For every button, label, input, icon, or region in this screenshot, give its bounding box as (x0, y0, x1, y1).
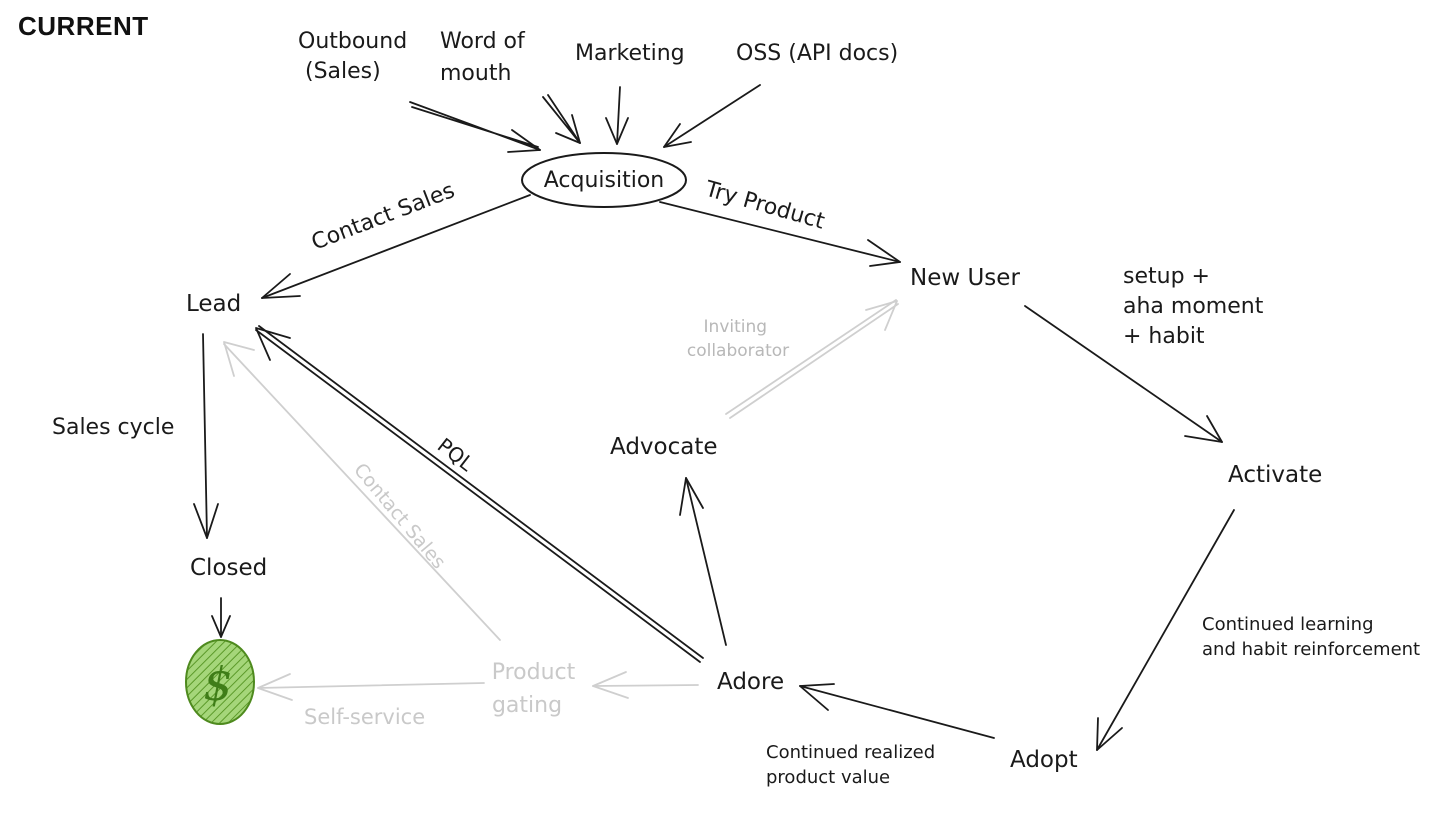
arrowhead-new-user (867, 239, 901, 267)
arrow-outbound-to-acquisition (409, 101, 541, 151)
arrowhead-marketing (605, 117, 629, 145)
label-continued-value: Continued realized product value (766, 742, 941, 788)
arrowhead-adore (799, 683, 835, 711)
label-continued-learning: Continued learning and habit reinforceme… (1202, 614, 1420, 660)
edge-product-gating-to-lead (223, 343, 501, 641)
arrowhead-advocate (679, 477, 704, 516)
label-self-service: Self-service (304, 705, 425, 729)
edge-acquisition-to-lead (261, 194, 531, 299)
label-pql: PQL (433, 433, 479, 476)
arrow-wom-to-acquisition (542, 94, 581, 144)
source-oss: OSS (API docs) (736, 41, 898, 66)
acquisition-ellipse (521, 152, 687, 208)
edge-adore-to-lead-pql (255, 325, 704, 663)
arrowhead-dollar (211, 615, 231, 638)
node-closed: Closed (190, 555, 267, 581)
edge-new-user-to-activate (1024, 305, 1223, 443)
edge-product-gating-to-dollar (257, 682, 485, 689)
edge-lead-to-closed (202, 333, 208, 539)
arrowhead-wom (555, 114, 581, 144)
label-sales-cycle: Sales cycle (52, 415, 174, 440)
note-setup: setup + aha moment + habit (1123, 264, 1270, 349)
edge-acquisition-to-new-user (659, 201, 901, 263)
node-product-gating: Product gating (492, 660, 583, 718)
node-advocate: Advocate (610, 434, 718, 460)
node-adopt: Adopt (1010, 747, 1078, 773)
edge-adore-to-advocate (685, 477, 727, 646)
arrowhead-product-gating (592, 671, 629, 699)
edge-advocate-to-new-user (725, 299, 899, 419)
dollar-icon: $ (203, 657, 232, 711)
label-contact-sales: Contact Sales (308, 178, 458, 256)
label-try-product: Try Product (701, 176, 827, 234)
edge-adore-to-product-gating (592, 684, 699, 687)
arrowhead-adopt (1096, 717, 1123, 751)
source-arrows (409, 84, 761, 153)
edge-activate-to-adopt (1096, 509, 1235, 751)
arrowhead-lead-pql (255, 327, 291, 361)
label-contact-sales-faded: Contact Sales (349, 459, 450, 573)
label-inviting-collaborator: Inviting collaborator (687, 317, 789, 361)
node-activate: Activate (1228, 462, 1322, 488)
node-new-user: New User (910, 265, 1020, 291)
source-outbound: Outbound (Sales) (298, 29, 414, 84)
arrowhead-closed (193, 503, 219, 539)
arrowhead-new-user-faded (865, 300, 898, 331)
arrowhead-activate (1184, 415, 1223, 443)
source-word-of-mouth: Word of mouth (440, 29, 532, 86)
node-adore: Adore (717, 669, 784, 695)
arrowhead-dollar-faded (257, 673, 293, 701)
node-acquisition: Acquisition (544, 168, 665, 193)
arrowhead-oss (663, 123, 692, 148)
arrowhead-lead-faded (223, 341, 255, 377)
arrowhead-lead (261, 273, 301, 299)
arrowhead-outbound (507, 129, 541, 153)
diagram-title: CURRENT (18, 11, 149, 41)
edge-adopt-to-adore (799, 685, 995, 739)
dollar-circle (185, 639, 255, 725)
source-marketing: Marketing (575, 41, 685, 66)
arrow-marketing-to-acquisition (616, 86, 621, 145)
node-lead: Lead (186, 291, 241, 317)
arrow-oss-to-acquisition (663, 84, 761, 148)
